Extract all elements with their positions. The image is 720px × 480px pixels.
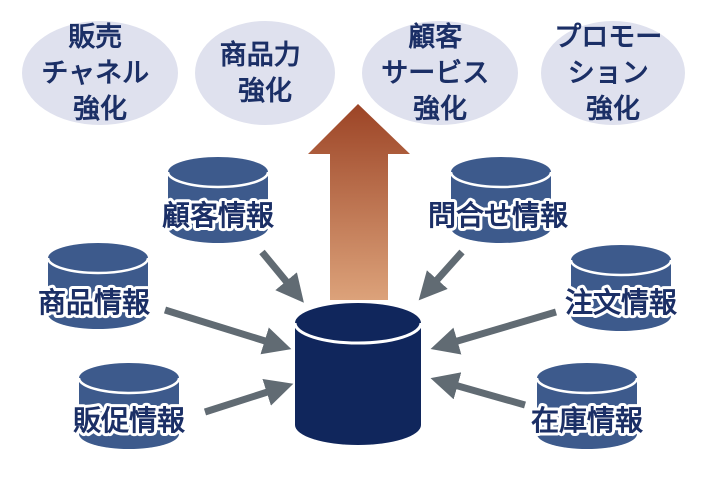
goal-sales-channel: 販売 チャネル 強化	[22, 21, 178, 125]
svg-text:プロモー ション 強化: プロモー ション 強化	[554, 22, 671, 125]
label-order: 注文情報	[565, 286, 678, 319]
goal-line: 強化	[238, 76, 292, 107]
goal-ellipse	[22, 21, 178, 125]
goal-ellipse	[541, 21, 685, 125]
arrow-promo	[203, 378, 294, 416]
goal-line: 強化	[413, 94, 467, 125]
goal-customer-service: 顧客 サービス 強化	[362, 21, 518, 125]
goal-line: ション	[568, 58, 649, 89]
label-customer: 顧客情報	[162, 199, 275, 232]
goal-line: 顧客	[408, 21, 463, 53]
goal-ellipse	[362, 21, 518, 125]
db-inventory	[535, 363, 639, 449]
goal-line: 商品力	[220, 40, 301, 71]
goal-line: 販売	[68, 22, 122, 53]
goal-product-power: 商品力 強化	[195, 21, 335, 125]
arrow-order	[430, 308, 557, 355]
arrow-customer	[259, 249, 304, 303]
label-product: 商品情報	[38, 286, 151, 319]
goal-line: チャネル	[41, 58, 149, 89]
goal-line: サービス	[381, 58, 489, 89]
label-promo: 販促情報	[73, 404, 186, 437]
db-order	[569, 245, 673, 331]
svg-text:商品力 強化: 商品力 強化	[220, 40, 310, 107]
goal-line: 強化	[73, 94, 127, 125]
upward-arrow	[308, 104, 410, 300]
connector-arrows	[163, 249, 557, 416]
db-customer	[166, 157, 270, 243]
label-inventory: 在庫情報	[531, 404, 644, 437]
db-product	[46, 243, 150, 329]
goal-line: プロモー	[554, 22, 662, 53]
goal-promotion: プロモー ション 強化	[541, 21, 685, 125]
svg-text:顧客 サービス 強化: 顧客 サービス 強化	[381, 21, 498, 125]
db-inquiry	[449, 157, 553, 243]
arrow-product	[163, 306, 292, 355]
arrow-inventory	[430, 372, 526, 409]
label-inquiry: 問合せ情報	[428, 199, 569, 232]
arrow-inquiry	[418, 249, 465, 301]
goal-line: 強化	[586, 94, 640, 125]
db-promo	[77, 363, 181, 449]
svg-text:販売 チャネル 強化: 販売 チャネル 強化	[41, 22, 158, 125]
db-central	[293, 303, 423, 445]
goal-ellipse	[195, 21, 335, 125]
